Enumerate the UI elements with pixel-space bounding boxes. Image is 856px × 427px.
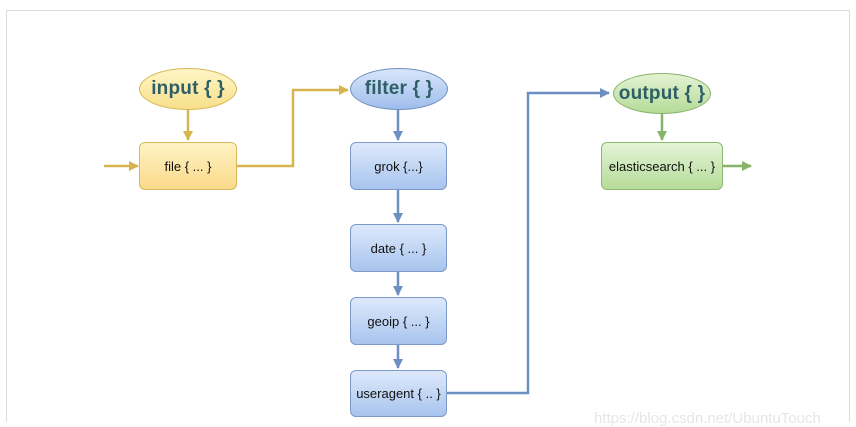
date-plugin-node: date { ... } [350,224,447,272]
arrow-useragent-to-output [447,88,610,395]
diagram-frame [6,10,850,422]
filter-section-header: filter { } [350,68,448,110]
elasticsearch-plugin-node: elasticsearch { ... } [601,142,723,190]
output-section-header: output { } [613,73,711,114]
source-watermark: https://blog.csdn.net/UbuntuTouch [594,410,821,427]
geoip-plugin-node: geoip { ... } [350,297,447,345]
file-plugin-node: file { ... } [139,142,237,190]
grok-plugin-node: grok {...} [350,142,447,190]
input-section-header: input { } [139,68,237,110]
useragent-plugin-node: useragent { .. } [350,370,447,417]
arrow-file-to-filter [237,85,349,168]
